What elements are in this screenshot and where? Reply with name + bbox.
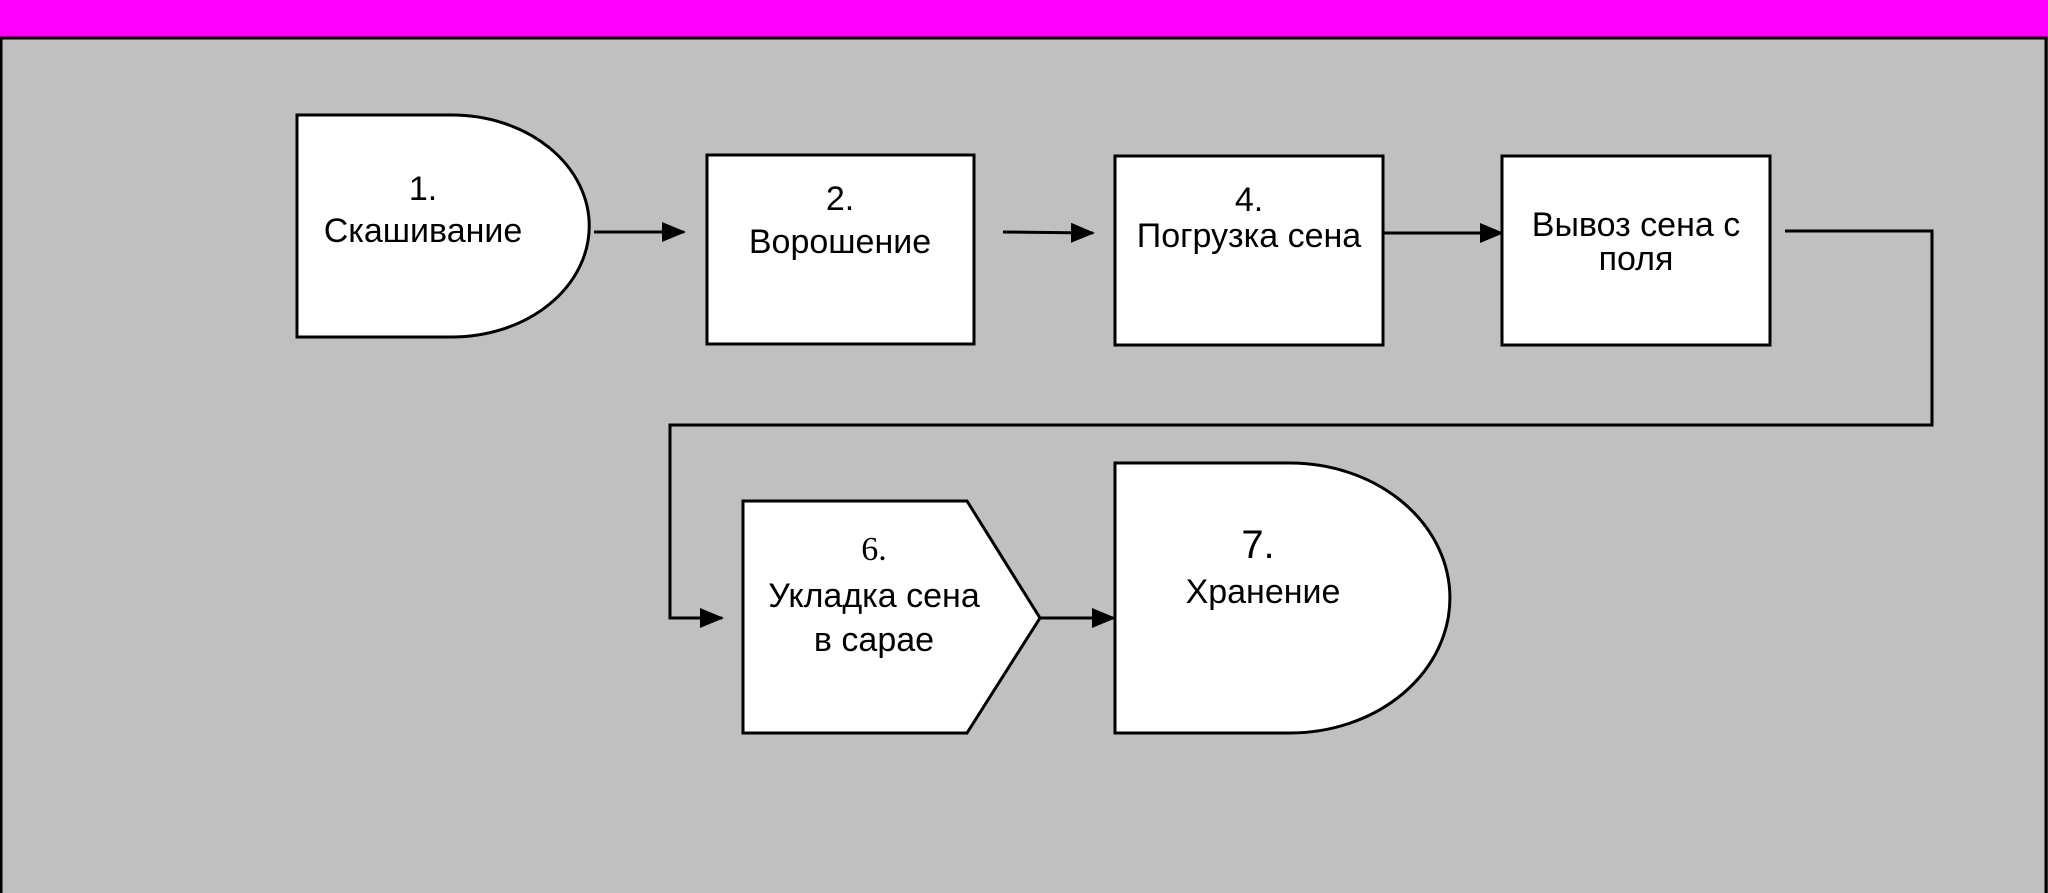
node-n4-shape (1113, 154, 1385, 347)
node-n5-label-line-2: поля (1599, 240, 1674, 278)
node-n2-number: 2. (826, 180, 854, 218)
node-n7-number: 7. (1241, 523, 1274, 567)
node-n6-label-line-1: Укладка сена (768, 577, 980, 615)
node-n6: 6. Укладка сена в сарае (741, 499, 1042, 735)
node-n5-label-line-1: Вывоз сена с (1532, 206, 1740, 244)
node-n4: 4. Погрузка сена (1113, 154, 1385, 347)
node-n7-shape (1113, 461, 1452, 735)
node-n1-shape (295, 113, 591, 339)
node-n4-label: Погрузка сена (1137, 217, 1362, 255)
node-n5: Вывоз сена с поля (1500, 154, 1772, 347)
edge-n2-n4 (1002, 222, 1095, 243)
node-n2-label: Ворошение (749, 223, 931, 261)
node-n4-number: 4. (1235, 181, 1263, 219)
node-n1-number: 1. (409, 170, 437, 208)
node-n7-label: Хранение (1186, 573, 1341, 611)
edge-n5-n6 (668, 229, 1934, 628)
node-n6-shape (741, 499, 1042, 735)
node-n1: 1. Скашивание (295, 113, 591, 339)
node-n2: 2. Ворошение (705, 153, 976, 346)
node-n1-label: Скашивание (324, 212, 523, 250)
node-n7: 7. Хранение (1113, 461, 1452, 735)
node-n6-label-line-2: в сарае (814, 621, 934, 659)
node-n2-shape (705, 153, 976, 346)
top-bar (0, 0, 2048, 38)
node-n6-number: 6. (861, 531, 887, 568)
node-n5-shape (1500, 154, 1772, 347)
